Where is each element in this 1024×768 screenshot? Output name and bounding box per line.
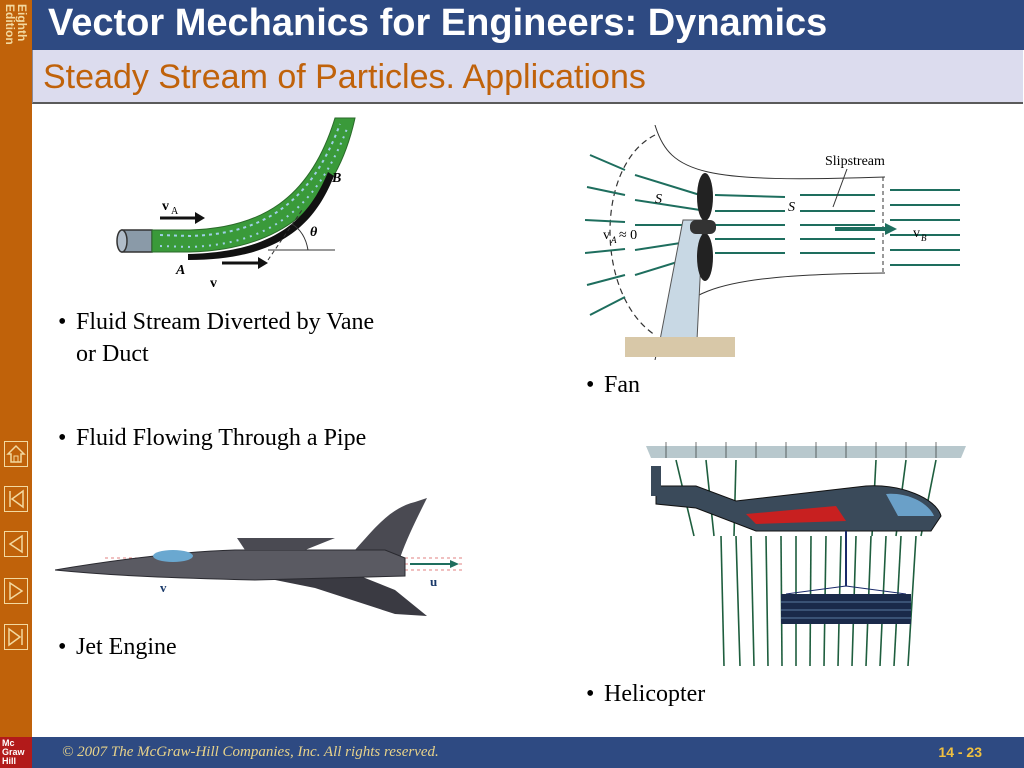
canopy — [153, 550, 193, 562]
home-button[interactable] — [4, 441, 28, 467]
page-number: 14 - 23 — [938, 744, 982, 760]
next-page-button[interactable] — [4, 578, 28, 604]
bullet-pipe-text: Fluid Flowing Through a Pipe — [76, 425, 367, 451]
last-page-icon — [8, 627, 23, 647]
previous-page-icon — [8, 534, 23, 554]
fan-label-va: v — [603, 228, 610, 243]
vane-figure: v A B A v θ — [116, 117, 356, 290]
edition-line2: Edition — [3, 4, 17, 45]
footer-bar: © 2007 The McGraw-Hill Companies, Inc. A… — [32, 737, 1024, 768]
rotor-disc — [646, 446, 966, 458]
helicopter-cockpit — [886, 493, 934, 516]
bullet-jet: •Jet Engine — [58, 634, 177, 660]
vane-label-va-sub: A — [171, 206, 179, 217]
fuselage — [55, 549, 406, 581]
bullet-vane: •Fluid Stream Diverted by Vane or Duct — [58, 309, 375, 367]
page-title: Vector Mechanics for Engineers: Dynamics — [48, 2, 828, 44]
fan-label-vb-sub: B — [921, 233, 927, 243]
bullet-vane-text-1: Fluid Stream Diverted by Vane — [76, 309, 375, 335]
vane-label-va: v — [162, 199, 169, 214]
bullet-fan: •Fan — [586, 372, 640, 398]
bullet-pipe: •Fluid Flowing Through a Pipe — [58, 425, 367, 451]
fluid-stream — [151, 117, 356, 253]
jet-label-v: v — [160, 580, 167, 595]
copyright: © 2007 The McGraw-Hill Companies, Inc. A… — [62, 744, 439, 760]
last-page-button[interactable] — [4, 624, 28, 650]
fan-figure: Slipstream S S v A ≈ 0 v B — [585, 125, 960, 360]
fan-stand — [659, 219, 704, 341]
fan-label-s2: S — [788, 200, 795, 215]
fan-label-s1: S — [655, 192, 662, 207]
jet-figure: v u — [55, 498, 465, 616]
vane-label-b: B — [331, 171, 341, 186]
bullet-helicopter: •Helicopter — [586, 681, 706, 707]
vane-label-v: v — [210, 276, 217, 290]
helicopter-figure — [646, 442, 966, 667]
wing — [245, 574, 427, 616]
sling-load — [781, 594, 911, 624]
fan-label-vb: v — [913, 226, 920, 241]
fan-label-approx: ≈ 0 — [619, 228, 637, 243]
tail-fin — [355, 498, 427, 558]
helicopter-stripe — [746, 506, 846, 524]
title-bar: Vector Mechanics for Engineers: Dynamics — [32, 0, 1024, 50]
home-icon — [6, 444, 26, 463]
first-page-button[interactable] — [4, 486, 28, 512]
first-page-icon — [9, 489, 24, 509]
fan-label-va-sub: A — [610, 235, 617, 245]
logo-line-3: Hill — [2, 756, 17, 766]
fan-label-slipstream: Slipstream — [825, 154, 885, 169]
previous-page-button[interactable] — [4, 531, 28, 557]
vane-label-theta: θ — [310, 225, 318, 240]
edition-label: Eighth Edition — [2, 4, 30, 64]
publisher-logo: Mc Graw Hill — [0, 737, 32, 768]
logo-line-1: Mc — [2, 738, 15, 748]
helicopter-body — [655, 485, 942, 532]
next-page-icon — [9, 581, 24, 601]
fan-blade-top — [697, 173, 713, 221]
helicopter-tail — [651, 466, 661, 496]
bullet-vane-text-2: or Duct — [76, 341, 149, 367]
subtitle-bar: Steady Stream of Particles. Applications — [32, 50, 1023, 104]
bullet-helicopter-text: Helicopter — [604, 681, 706, 707]
fan-blade-bottom — [697, 233, 713, 281]
fan-base — [625, 337, 735, 357]
page-subtitle: Steady Stream of Particles. Applications — [43, 58, 646, 96]
sidebar: Eighth Edition — [0, 0, 32, 737]
vane-label-a: A — [175, 263, 185, 278]
edition-line1: Eighth — [15, 4, 29, 42]
jet-label-u: u — [430, 574, 437, 589]
bullet-jet-text: Jet Engine — [76, 634, 177, 660]
vane — [188, 172, 334, 260]
bullet-fan-text: Fan — [604, 372, 640, 398]
logo-line-2: Graw — [2, 747, 25, 757]
fan-hub — [690, 220, 716, 234]
